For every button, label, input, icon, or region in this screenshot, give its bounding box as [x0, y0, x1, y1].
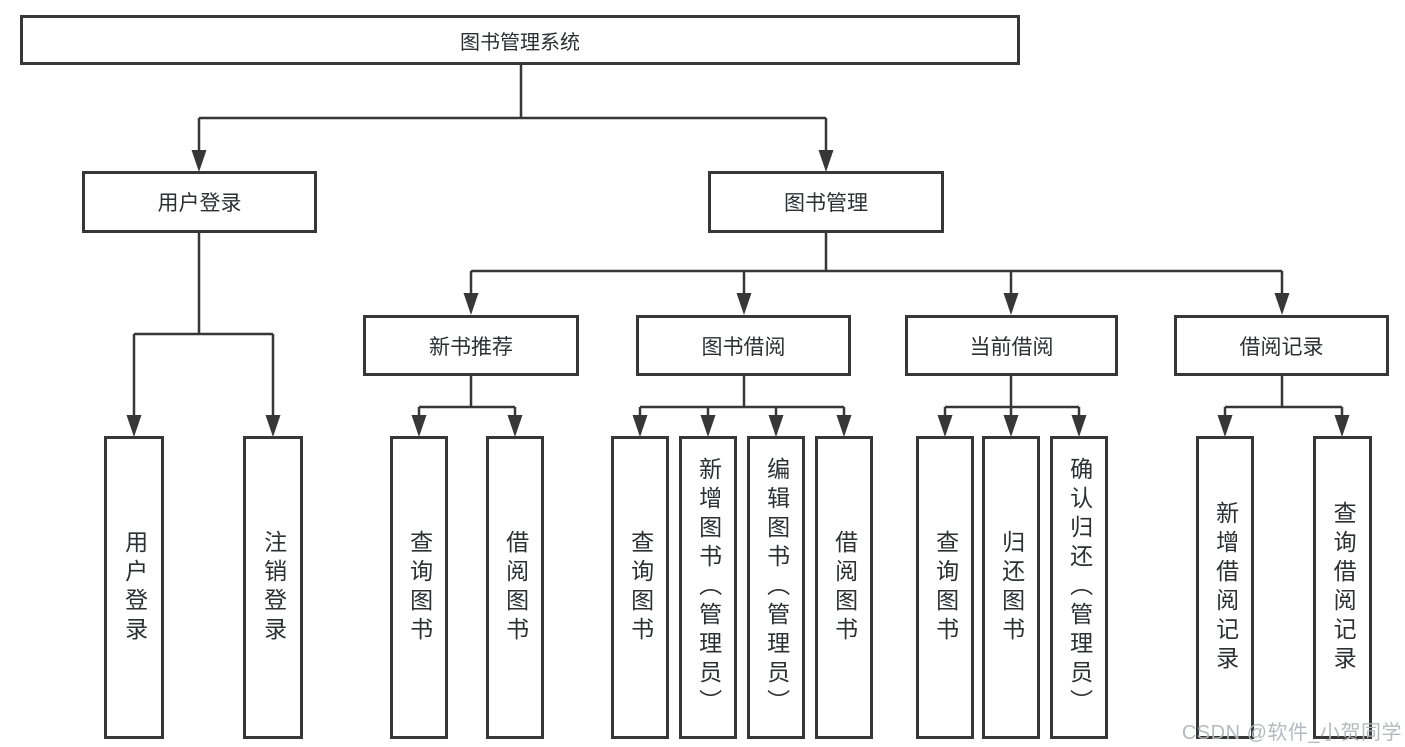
node-root: 图书管理系统	[20, 15, 1020, 65]
node-leaf-logout: 注销登录	[243, 436, 303, 739]
node-book-borrow: 图书借阅	[636, 315, 851, 376]
node-leaf-cb-return-book: 归还图书	[982, 436, 1040, 739]
node-leaf-rec-borrow-book: 借阅图书	[486, 436, 544, 739]
node-current-borrow: 当前借阅	[905, 315, 1118, 376]
node-leaf-cb-confirm-return: 确认归还（管理员）	[1050, 436, 1108, 739]
node-leaf-bb-add-book: 新增图书（管理员）	[679, 436, 737, 739]
node-leaf-bb-query-book: 查询图书	[611, 436, 669, 739]
node-leaf-cb-query-book: 查询图书	[916, 436, 974, 739]
node-book-mgmt: 图书管理	[708, 171, 944, 233]
node-leaf-br-query-record: 查询借阅记录	[1313, 436, 1372, 739]
arrowhead-icons	[126, 150, 1350, 437]
node-leaf-bb-edit-book: 编辑图书（管理员）	[747, 436, 805, 739]
node-leaf-user-login: 用户登录	[104, 436, 164, 739]
node-leaf-br-add-record: 新增借阅记录	[1196, 436, 1254, 739]
node-user-login: 用户登录	[82, 171, 317, 233]
watermark: CSDN @软件_小贺同学	[1181, 722, 1402, 744]
node-leaf-bb-borrow-book: 借阅图书	[815, 436, 873, 739]
node-leaf-rec-query-book: 查询图书	[390, 436, 448, 739]
node-borrow-records: 借阅记录	[1174, 315, 1389, 376]
node-new-book-rec: 新书推荐	[363, 315, 579, 376]
